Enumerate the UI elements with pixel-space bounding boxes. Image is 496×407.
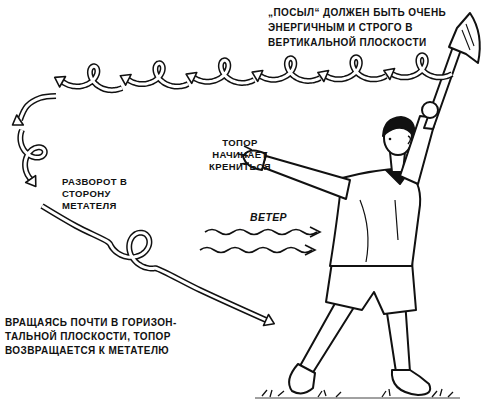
arrowhead xyxy=(120,75,131,86)
thrower-figure xyxy=(238,13,480,395)
ribbon-fill xyxy=(260,58,320,81)
ribbon-outline xyxy=(20,96,56,120)
ribbon-fill xyxy=(20,130,44,179)
wind-line xyxy=(200,248,312,253)
arrowhead xyxy=(26,176,36,187)
ribbon-fill xyxy=(63,66,122,90)
ribbon-outline xyxy=(20,130,44,179)
arrowhead xyxy=(186,73,197,84)
right-shoe xyxy=(392,370,430,395)
ribbon-fill xyxy=(20,96,56,120)
arrowhead xyxy=(55,77,66,88)
trajectory-segment xyxy=(252,58,320,81)
shorts xyxy=(326,262,416,314)
trajectory-segment xyxy=(318,57,386,81)
shirt-fold xyxy=(360,200,398,262)
ribbon-fill xyxy=(128,63,188,86)
hair xyxy=(383,117,414,137)
wind-line xyxy=(205,230,317,235)
right-hand xyxy=(422,102,438,118)
trajectory-segment xyxy=(42,206,274,326)
wind-arrowhead xyxy=(305,245,315,255)
throw-note: „ПОСЫЛ“ ДОЛЖЕН БЫТЬ ОЧЕНЬ ЭНЕРГИЧНЫМ И С… xyxy=(268,5,448,50)
wind-arrowhead xyxy=(310,227,320,237)
left-leg xyxy=(300,298,356,374)
left-shoe xyxy=(289,364,315,393)
arrowhead xyxy=(13,115,24,125)
trajectory-segment xyxy=(13,96,57,125)
ribbon-outline xyxy=(128,63,188,86)
ribbon-outline xyxy=(194,60,254,83)
tilt-note: ТОПОР НАЧИНАЕТ КРЕНИТЬСЯ xyxy=(203,137,277,173)
ribbon-outline xyxy=(392,55,452,77)
axe-head xyxy=(449,13,480,63)
wind-label: ВЕТЕР xyxy=(250,211,310,223)
ribbon-fill xyxy=(194,60,254,83)
wind-arrows xyxy=(200,227,320,255)
trajectory xyxy=(13,55,453,325)
ribbon-outline xyxy=(63,66,122,90)
ribbon-fill xyxy=(392,55,452,77)
eye xyxy=(389,138,392,141)
return-note: ВРАЩАЯСЬ ПОЧТИ В ГОРИЗОН- ТАЛЬНОЙ ПЛОСКО… xyxy=(5,316,217,358)
ribbon-outline xyxy=(326,57,386,79)
left-arm xyxy=(262,156,350,199)
ground-line xyxy=(255,398,460,399)
trajectory-segment xyxy=(20,130,44,186)
ribbon-outline xyxy=(260,58,320,81)
trajectory-segment xyxy=(120,63,188,86)
ribbon-fill xyxy=(42,206,266,320)
axe-shade xyxy=(462,24,474,50)
trajectory-segment xyxy=(384,55,452,79)
trajectory-segment xyxy=(55,66,122,90)
arrowhead xyxy=(264,315,275,326)
trajectory-segment xyxy=(186,60,254,83)
ribbon-outline xyxy=(42,206,266,320)
ribbon-fill xyxy=(326,57,386,79)
turn-note: РАЗВОРОТ В СТОРОНУ МЕТАТЕЛЯ xyxy=(62,176,136,212)
